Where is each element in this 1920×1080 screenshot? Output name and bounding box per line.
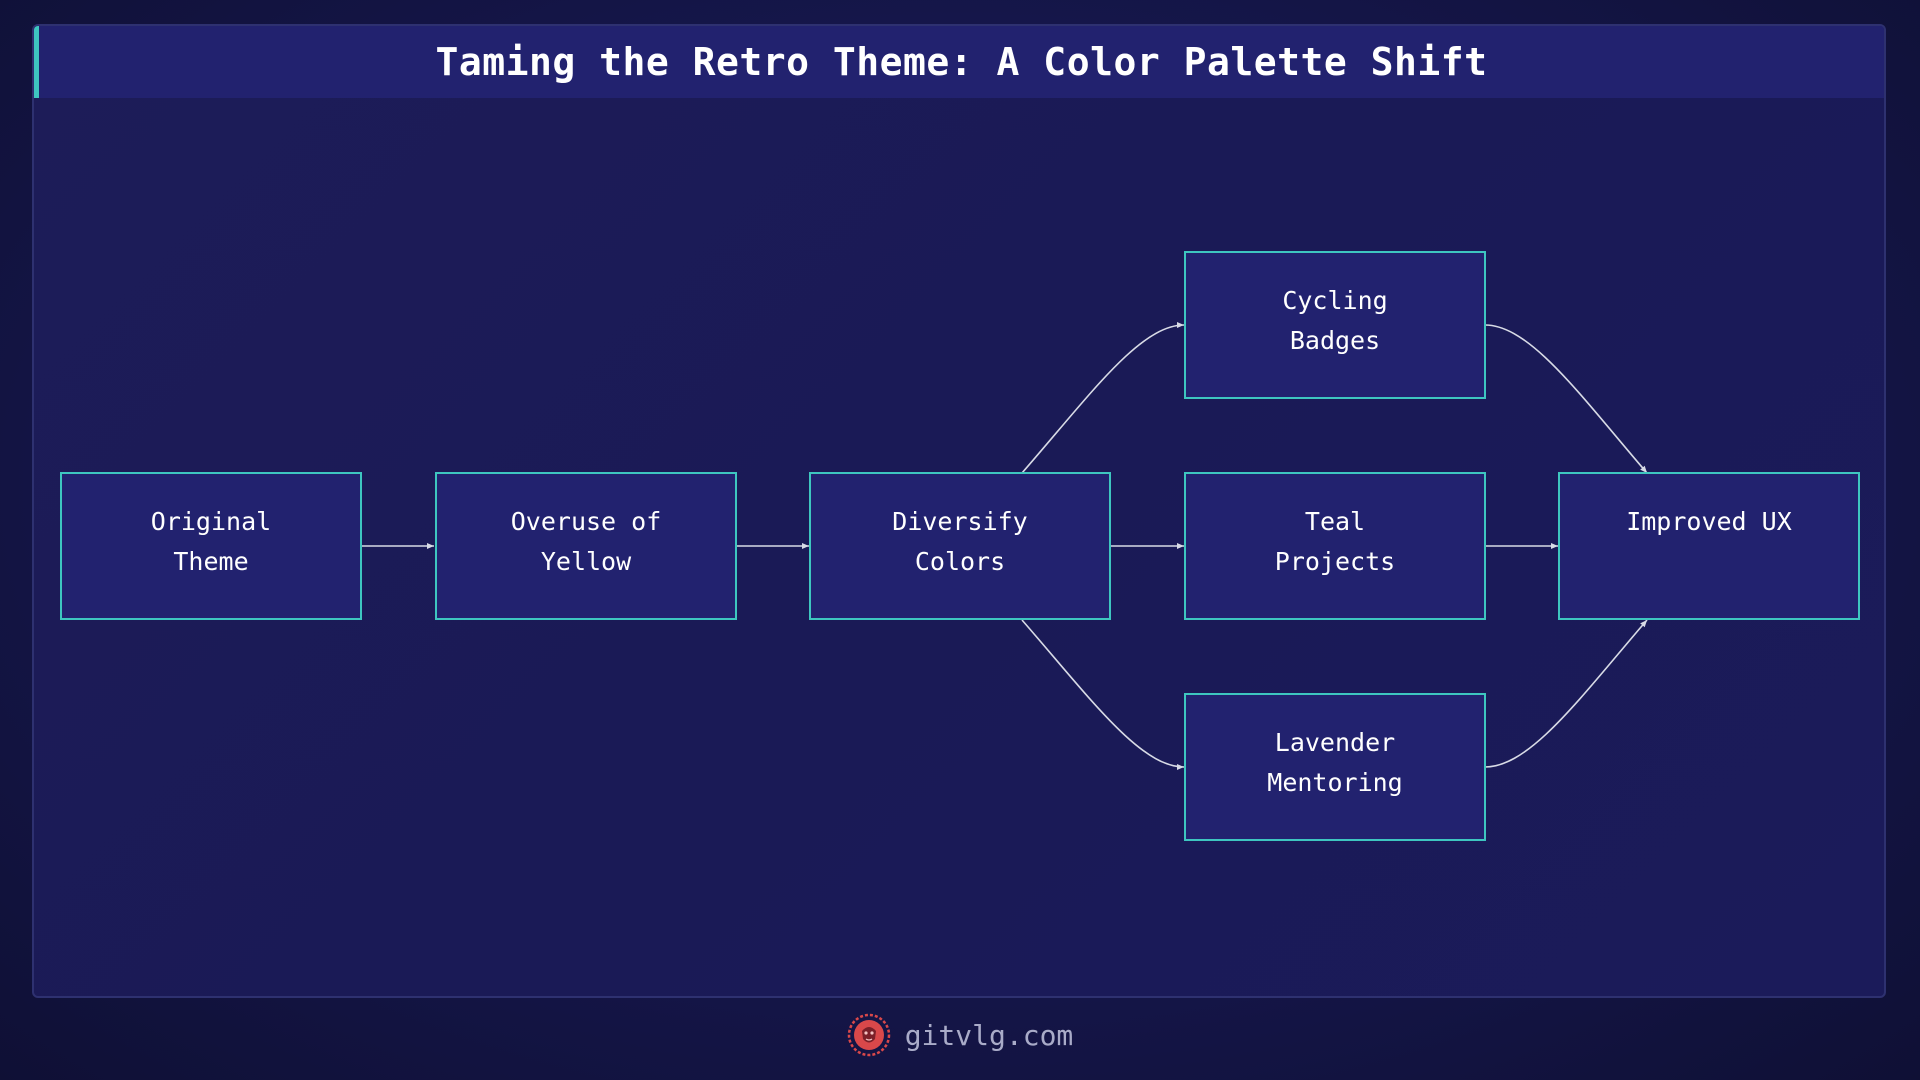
node-label: Original xyxy=(151,507,271,536)
node-label: Colors xyxy=(915,547,1005,576)
node-overuse-of-yellow: Overuse of Yellow xyxy=(435,472,737,620)
node-label: Theme xyxy=(173,547,248,576)
node-label: Diversify xyxy=(892,507,1027,536)
edge-lavender-to-improved xyxy=(1484,619,1648,768)
node-label: Projects xyxy=(1275,547,1395,576)
node-teal-projects: Teal Projects xyxy=(1184,472,1486,620)
edge-diversify-to-lavender xyxy=(1021,619,1185,770)
node-original-theme: Original Theme xyxy=(60,472,362,620)
node-label: Improved UX xyxy=(1626,507,1792,536)
footer: gitvlg.com xyxy=(0,1010,1920,1060)
page-title: Taming the Retro Theme: A Color Palette … xyxy=(435,40,1488,84)
node-label: Badges xyxy=(1290,326,1380,355)
title-bar: Taming the Retro Theme: A Color Palette … xyxy=(34,26,1884,98)
edge-cycling-to-improved xyxy=(1484,324,1648,474)
edges xyxy=(361,322,1648,770)
node-label: Cycling xyxy=(1282,286,1387,315)
node-label: Overuse of xyxy=(511,507,662,536)
lion-head-icon xyxy=(847,1013,890,1057)
node-label: Mentoring xyxy=(1267,768,1402,797)
footer-site-link[interactable]: gitvlg.com xyxy=(904,1018,1074,1052)
node-label: Yellow xyxy=(541,547,632,576)
node-cycling-badges: Cycling Badges xyxy=(1184,251,1486,399)
edge-diversify-to-cycling xyxy=(1021,322,1185,474)
node-label: Teal xyxy=(1305,507,1365,536)
node-lavender-mentoring: Lavender Mentoring xyxy=(1184,693,1486,841)
node-label: Lavender xyxy=(1275,728,1395,757)
node-improved-ux: Improved UX xyxy=(1558,472,1860,620)
node-diversify-colors: Diversify Colors xyxy=(809,472,1111,620)
